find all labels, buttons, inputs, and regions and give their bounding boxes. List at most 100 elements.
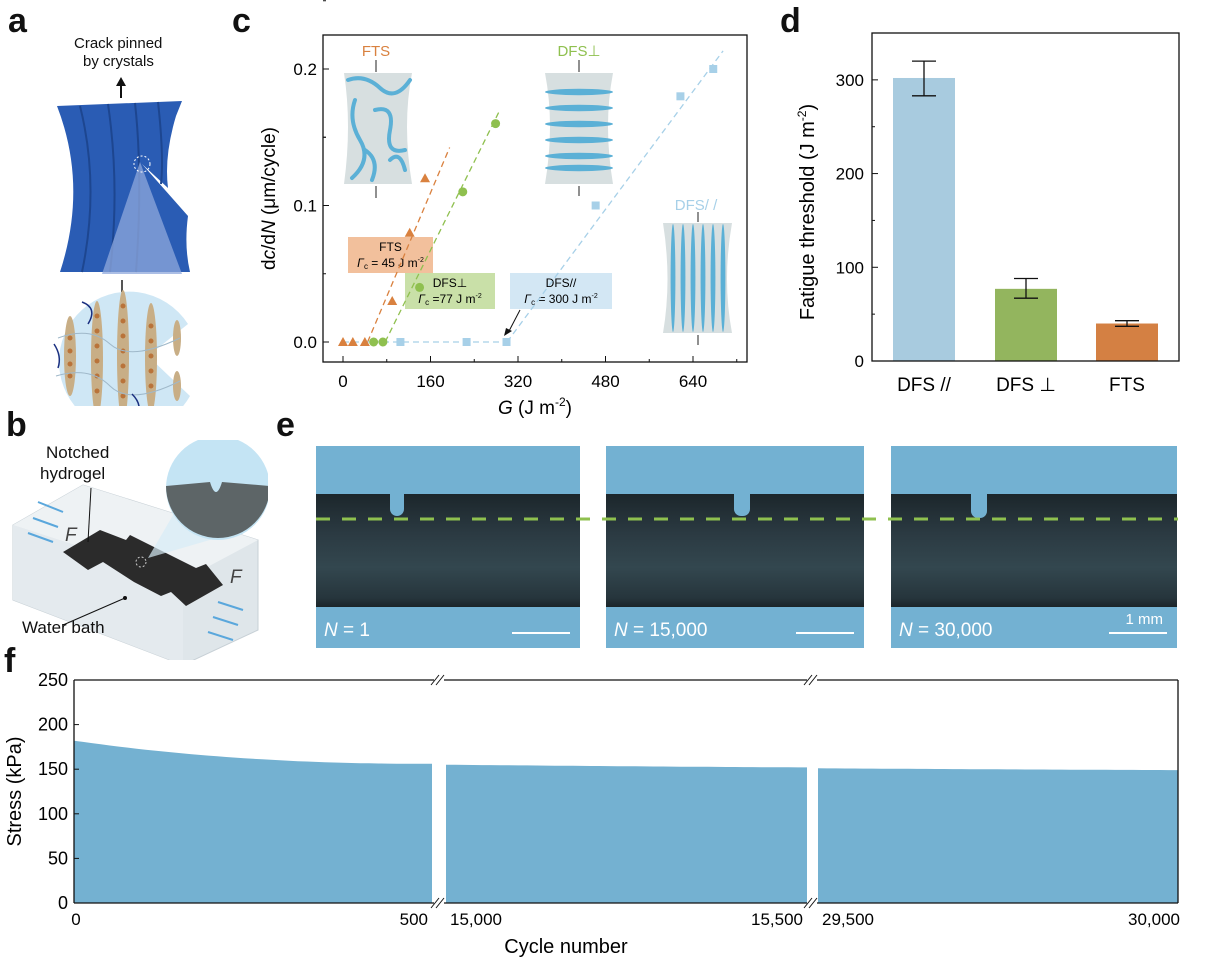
- axis-break-icon: [435, 674, 445, 686]
- y-tick-label: 300: [836, 71, 864, 90]
- threshold-value-0: Γc = 45 J m-2: [357, 256, 424, 271]
- threshold-title-2: DFS//: [546, 276, 577, 290]
- fts-random-fiber: [350, 98, 367, 180]
- panel-label-f: f: [4, 642, 16, 680]
- water-bath-label: Water bath: [22, 618, 105, 637]
- x-tick-label-start: 29,500: [822, 910, 874, 929]
- y-tick-label: 50: [48, 848, 68, 868]
- photo-frame-n30000: N = 30,000 1 mm: [891, 446, 1177, 648]
- data-point-dfs-perp: [369, 337, 379, 347]
- plot-frame: [871, 32, 1180, 362]
- panel-label-b: b: [6, 406, 27, 444]
- x-tick-label-end: 500: [400, 910, 428, 929]
- inset-label-0: FTS: [362, 43, 390, 60]
- crack-tip-reference-line: [316, 517, 1178, 521]
- fts-random-fiber: [388, 154, 407, 172]
- x-tick-label: 160: [416, 372, 444, 391]
- x-tick-label-start: 0: [71, 910, 80, 929]
- n-value: = 15,000: [633, 620, 708, 641]
- y-tick-label: 200: [38, 715, 68, 735]
- fts-random-fiber: [373, 107, 407, 153]
- data-point-dfs-perp: [415, 282, 425, 292]
- fit-line-0: [367, 147, 451, 343]
- stress-area-segment-1: [446, 764, 807, 903]
- data-point-fts: [404, 227, 415, 237]
- scale-bar: [512, 632, 570, 634]
- y-tick-label: 250: [38, 670, 68, 690]
- data-point-dfs-par: [396, 338, 405, 346]
- x-tick-label-end: 30,000: [1128, 910, 1180, 929]
- n-symbol: N: [614, 620, 628, 641]
- y-axis-label: Fatigue threshold (J m-2): [795, 104, 819, 320]
- y-tick-label: 0: [58, 893, 68, 913]
- x-category-label: FTS: [1109, 375, 1145, 396]
- y-tick-label: 150: [38, 759, 68, 779]
- dfs-par-fiber: [690, 224, 696, 332]
- hydrogel-sample: [63, 530, 223, 606]
- x-tick-label-start: 15,000: [450, 910, 502, 929]
- y-tick-label: 0.1: [293, 197, 317, 216]
- threshold-value-1: Γc =77 J m-2: [418, 292, 482, 307]
- data-point-fts: [420, 173, 431, 183]
- dfs-perp-fiber: [545, 136, 613, 144]
- fit-line-1: [384, 109, 501, 343]
- axis-break-gap: [807, 900, 817, 906]
- x-category-label: DFS ⊥: [996, 375, 1056, 396]
- data-point-fts: [387, 296, 398, 306]
- panel-label-c: c: [232, 2, 251, 40]
- bar-2: [1096, 323, 1158, 361]
- panel-a-caption-line2: by crystals: [83, 53, 154, 70]
- axis-break-gap: [434, 900, 444, 906]
- inset-label-2: DFS/ /: [675, 197, 718, 214]
- photo-frame-n15000: N = 15,000: [606, 446, 864, 648]
- dfs-perp-fiber: [545, 152, 613, 160]
- stress-area-segment-0: [74, 740, 432, 903]
- x-tick-label: 320: [504, 372, 532, 391]
- panel-label-a: a: [8, 2, 27, 40]
- bar-0: [893, 77, 955, 362]
- scale-bar: [796, 632, 854, 634]
- dfs-perp-fiber: [545, 120, 613, 128]
- axis-break-icon: [430, 897, 440, 909]
- y-tick-label: 0.2: [293, 60, 317, 79]
- data-point-fts: [347, 337, 358, 346]
- zoom-cone: [102, 162, 182, 274]
- x-axis-label: G (J m-2): [498, 395, 572, 419]
- force-arrows-right-icon: [207, 601, 244, 641]
- data-point-dfs-perp: [458, 187, 468, 197]
- plot-frame: [322, 34, 748, 363]
- x-tick-label-end: 15,500: [751, 910, 803, 929]
- axis-break-icon: [808, 674, 818, 686]
- data-point-dfs-perp: [491, 119, 501, 129]
- inset-label-1: DFS⊥: [557, 43, 600, 60]
- panel-label-e: e: [276, 406, 295, 444]
- force-arrows-left-icon: [27, 501, 64, 543]
- axis-break-icon: [803, 897, 813, 909]
- threshold-value-2: Γc = 300 J m-2: [524, 292, 598, 307]
- dfs-par-fiber: [680, 224, 686, 332]
- y-tick-label: 0: [855, 352, 864, 371]
- fts-random-fiber: [346, 76, 412, 96]
- y-tick-label: 200: [836, 165, 864, 184]
- dfs-par-fiber: [720, 224, 726, 332]
- data-point-fts: [338, 337, 348, 346]
- fts-random-fiber: [363, 148, 377, 182]
- notched-hydrogel-label-line1: Notched: [46, 443, 110, 462]
- data-point-dfs-par: [676, 92, 685, 101]
- data-point-dfs-par: [462, 338, 471, 346]
- panel-label-d: d: [780, 2, 801, 40]
- axis-break-gap: [434, 677, 444, 683]
- force-label-right: F: [230, 567, 242, 588]
- threshold-box-2: [510, 273, 612, 309]
- dfs-perp-fiber: [545, 104, 613, 112]
- threshold-pointer-arrow-icon: [507, 309, 521, 334]
- notch-marker: [135, 556, 147, 568]
- arrowhead-icon: [504, 328, 512, 336]
- x-tick-label: 640: [679, 372, 707, 391]
- panel-a-illustration: [53, 77, 190, 406]
- n-value: = 30,000: [918, 620, 993, 641]
- fit-line-2: [506, 50, 724, 343]
- data-point-dfs-perp: [378, 337, 388, 347]
- y-axis-label: dc/dN (μm/cycle): [259, 127, 280, 270]
- x-axis-label: Cycle number: [504, 936, 628, 958]
